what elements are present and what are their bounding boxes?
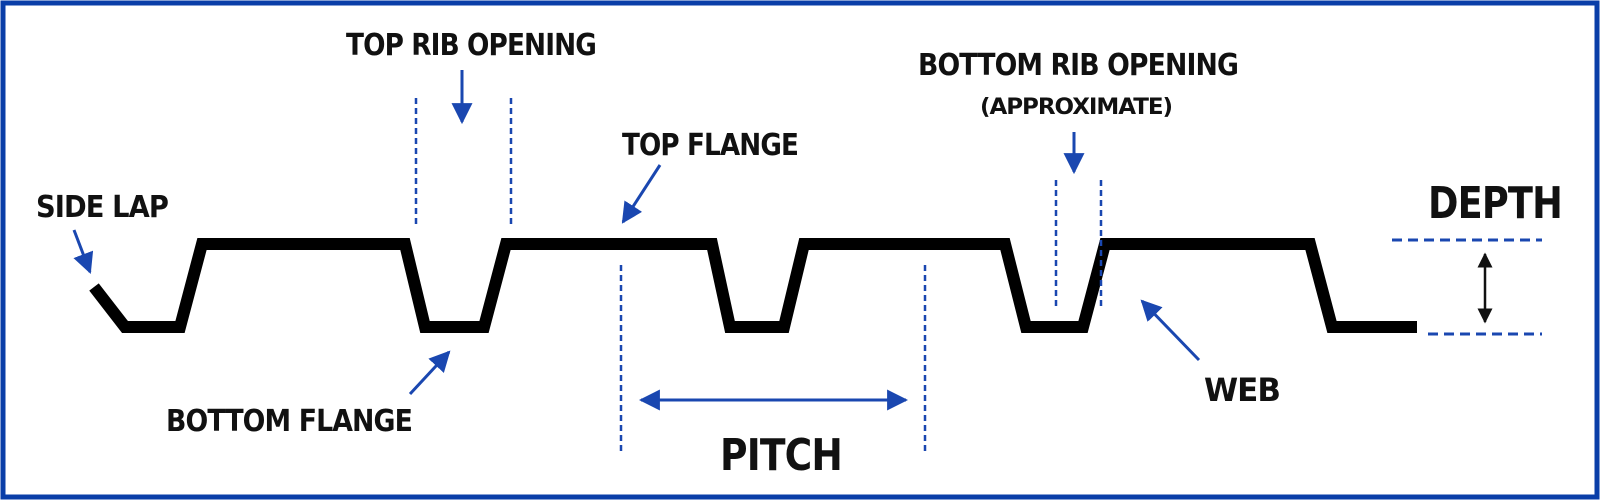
label-depth: DEPTH [1428,178,1562,229]
top-flange-arrow [621,164,662,224]
side-lap-arrow [72,229,94,274]
label-web: WEB [1204,371,1280,409]
label-side-lap: SIDE LAP [36,190,168,225]
web-arrow [1140,299,1201,362]
label-approximate: (APPROXIMATE) [980,95,1172,120]
deck-profile-line [89,238,1417,333]
label-top-flange: TOP FLANGE [622,128,798,163]
bottom-flange-arrow [408,350,451,396]
label-bottom-flange: BOTTOM FLANGE [166,404,412,439]
label-bottom-rib-opening: BOTTOM RIB OPENING [918,48,1238,83]
label-pitch: PITCH [720,430,842,481]
label-top-rib-opening: TOP RIB OPENING [346,28,596,63]
